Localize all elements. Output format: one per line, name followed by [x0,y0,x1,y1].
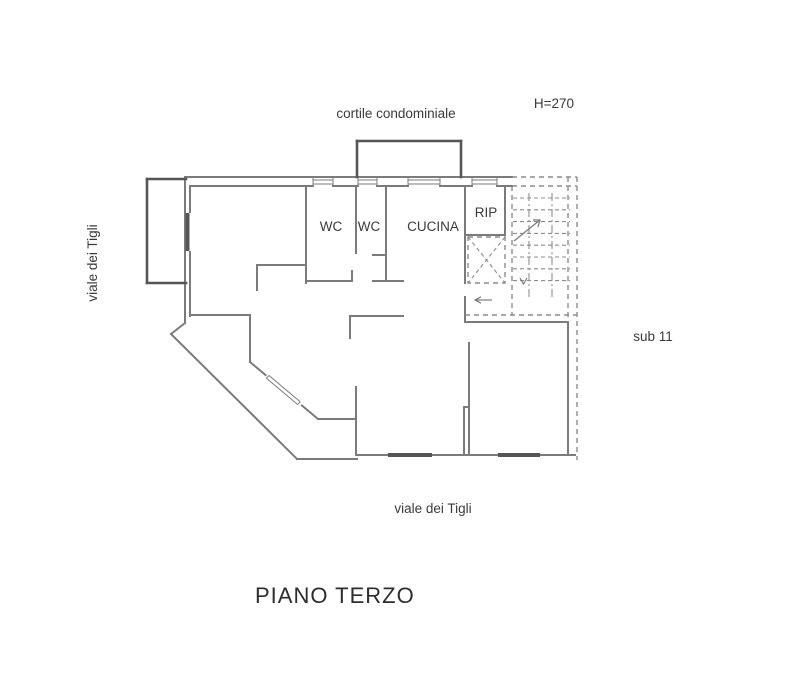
stair-treads [513,197,570,282]
subunit-label: sub 11 [633,329,673,344]
room-label-wc-right: WC [358,219,381,234]
stair-down-arrow [519,277,528,286]
bay-window [263,373,304,408]
stairwell [465,176,578,460]
street-label-bottom: viale dei Tigli [394,501,471,516]
elevator [467,236,506,284]
page-title: PIANO TERZO [255,583,415,608]
room-label-kitchen: CUCINA [407,219,459,234]
left-balcony [145,177,188,285]
top-wall-windows [312,177,498,186]
stair-direction-arrow [513,219,541,242]
interior-walls [191,185,569,456]
courtyard-balcony [355,139,463,179]
room-label-wc-left: WC [320,219,343,234]
ceiling-height-label: H=270 [534,96,574,111]
entrance-arrow [473,296,492,304]
street-label-left: viale dei Tigli [85,224,100,301]
room-label-storage: RIP [475,205,498,220]
courtyard-label: cortile condominiale [336,106,455,121]
